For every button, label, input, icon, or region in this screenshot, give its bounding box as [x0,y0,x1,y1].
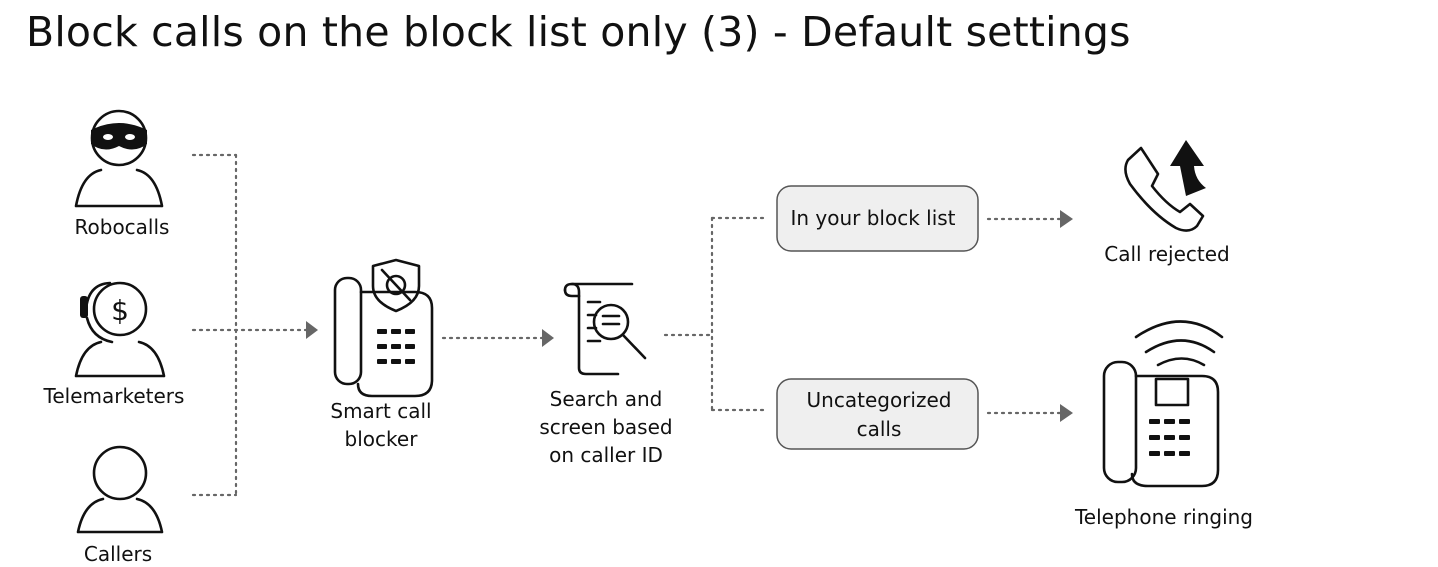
blocker-to-search-connector [441,329,554,347]
ringing-telephone-icon [1102,320,1224,488]
search-label-line1: Search and [550,387,663,411]
page-title: Block calls on the block list only (3) -… [26,8,1131,56]
search-label-line2: screen based [539,415,672,439]
block-list-box: In your block list [776,185,979,252]
callers-label: Callers [84,542,152,566]
smart-blocker-label-line1: Smart call [330,399,431,423]
smart-blocker-phone-icon [333,258,434,398]
telemarketer-icon: $ [74,281,166,378]
robocalls-label: Robocalls [75,215,170,239]
telephone-ringing-label: Telephone ringing [1074,505,1253,529]
block-list-label: In your block list [790,206,955,230]
telemarketers-label: Telemarketers [43,384,185,408]
svg-text:$: $ [111,294,129,327]
uncategorized-calls-box: Uncategorized calls [776,378,979,450]
person-icon [76,445,164,534]
search-label-line3: on caller ID [549,443,663,467]
sources-connector [191,153,318,497]
branch-connector [663,216,770,412]
uncategorized-label-line2: calls [857,417,902,441]
masked-person-icon [74,109,164,208]
smart-blocker-label-line2: blocker [345,427,419,451]
outcome-connectors [986,210,1073,422]
uncategorized-label-line1: Uncategorized [807,388,952,412]
call-rejected-label: Call rejected [1104,242,1229,266]
document-search-icon [563,282,647,376]
rejected-call-icon [1124,140,1206,232]
